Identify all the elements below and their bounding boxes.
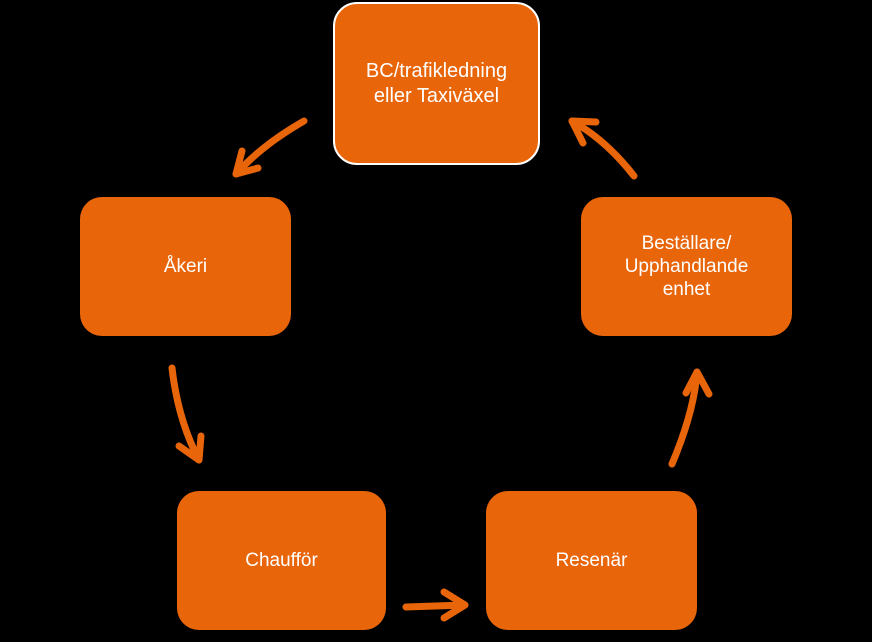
node-label: Beställare/ Upphandlande enhet <box>624 232 749 301</box>
node-akeri: Åkeri <box>80 197 291 336</box>
node-bc-trafikledning: BC/trafikledning eller Taxiväxel <box>333 2 540 165</box>
arrow-bottom-left-to-bottom-right <box>402 588 469 622</box>
node-label: BC/trafikledning eller Taxiväxel <box>365 60 508 107</box>
node-chauffor: Chaufför <box>177 491 386 630</box>
node-label: Chaufför <box>245 549 318 571</box>
arrow-top-to-left <box>232 117 308 178</box>
node-label: Åkeri <box>163 255 208 277</box>
node-resenar: Resenär <box>486 491 697 630</box>
node-label: Resenär <box>555 549 628 571</box>
arrow-right-to-top <box>568 117 638 180</box>
arrow-left-to-bottom-left <box>168 364 205 464</box>
arrow-bottom-right-to-right <box>668 368 713 468</box>
node-bestallare: Beställare/ Upphandlande enhet <box>581 197 792 336</box>
